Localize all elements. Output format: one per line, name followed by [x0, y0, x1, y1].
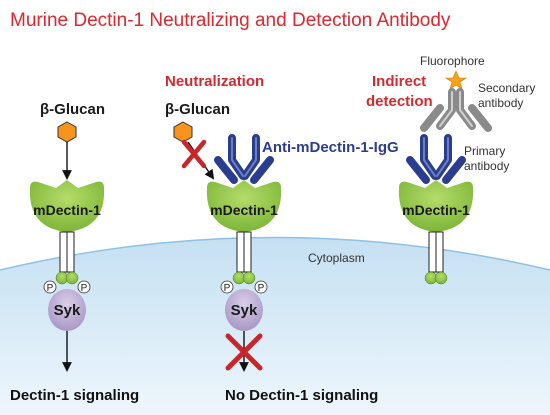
panel-right: Indirect detection Fluorophore Secondary…	[366, 54, 535, 285]
left-itam-2	[65, 271, 79, 285]
left-phospho-1	[43, 280, 57, 294]
right-heading-line2: detection	[366, 93, 433, 110]
cell-membrane	[0, 236, 550, 271]
left-syk-label: Syk	[54, 302, 81, 319]
middle-block-x-bottom	[225, 333, 263, 371]
middle-receptor-label: mDectin-1	[210, 202, 278, 218]
right-receptor-head	[398, 180, 474, 232]
middle-phospho-1	[220, 280, 234, 294]
middle-glucan-hexagon	[173, 121, 193, 143]
left-receptor-head	[29, 180, 105, 232]
panel-middle: Neutralization β-Glucan Anti-mDectin-1-I…	[165, 73, 399, 404]
middle-block-x-top	[181, 139, 207, 169]
right-secondary-line1: Secondary	[478, 81, 535, 95]
middle-outcome-label: No Dectin-1 signaling	[225, 387, 378, 404]
middle-phospho-2-label: P	[258, 283, 265, 294]
fluorophore-star-icon	[445, 70, 467, 90]
right-fluorophore-label: Fluorophore	[420, 54, 485, 68]
left-phospho-2	[77, 280, 91, 294]
middle-phospho-2	[254, 280, 268, 294]
middle-phospho-1-label: P	[224, 283, 231, 294]
left-ligand-label: β-Glucan	[40, 101, 105, 118]
middle-receptor-head	[206, 180, 282, 232]
page-title: Murine Dectin-1 Neutralizing and Detecti…	[10, 10, 451, 31]
middle-antibody	[214, 134, 274, 184]
middle-itam-2	[242, 271, 256, 285]
left-receptor-label: mDectin-1	[33, 202, 101, 218]
cytoplasm-label: Cytoplasm	[308, 251, 365, 265]
left-phospho-1-label: P	[47, 283, 54, 294]
left-glucan-hexagon	[57, 121, 77, 143]
right-secondary-line2: antibody	[478, 96, 523, 110]
middle-syk-label: Syk	[231, 302, 258, 319]
left-phospho-2-label: P	[81, 283, 88, 294]
left-outcome-label: Dectin-1 signaling	[10, 387, 139, 404]
middle-heading: Neutralization	[165, 73, 264, 90]
right-secondary-antibody	[420, 88, 492, 132]
middle-antibody-label: Anti-mDectin-1-IgG	[262, 139, 399, 156]
right-receptor-label: mDectin-1	[402, 202, 470, 218]
right-itam-2	[434, 271, 448, 285]
cytoplasm-region	[0, 237, 550, 415]
middle-ligand-label: β-Glucan	[165, 101, 230, 118]
right-heading-line1: Indirect	[372, 73, 426, 90]
right-primary-line1: Primary	[464, 144, 505, 158]
right-primary-antibody	[406, 134, 466, 184]
middle-syk	[225, 289, 263, 331]
panel-left: β-Glucan mDectin-1 P P Syk Dectin-1 sign…	[10, 101, 139, 404]
right-primary-line2: antibody	[464, 159, 509, 173]
left-syk	[48, 289, 86, 331]
